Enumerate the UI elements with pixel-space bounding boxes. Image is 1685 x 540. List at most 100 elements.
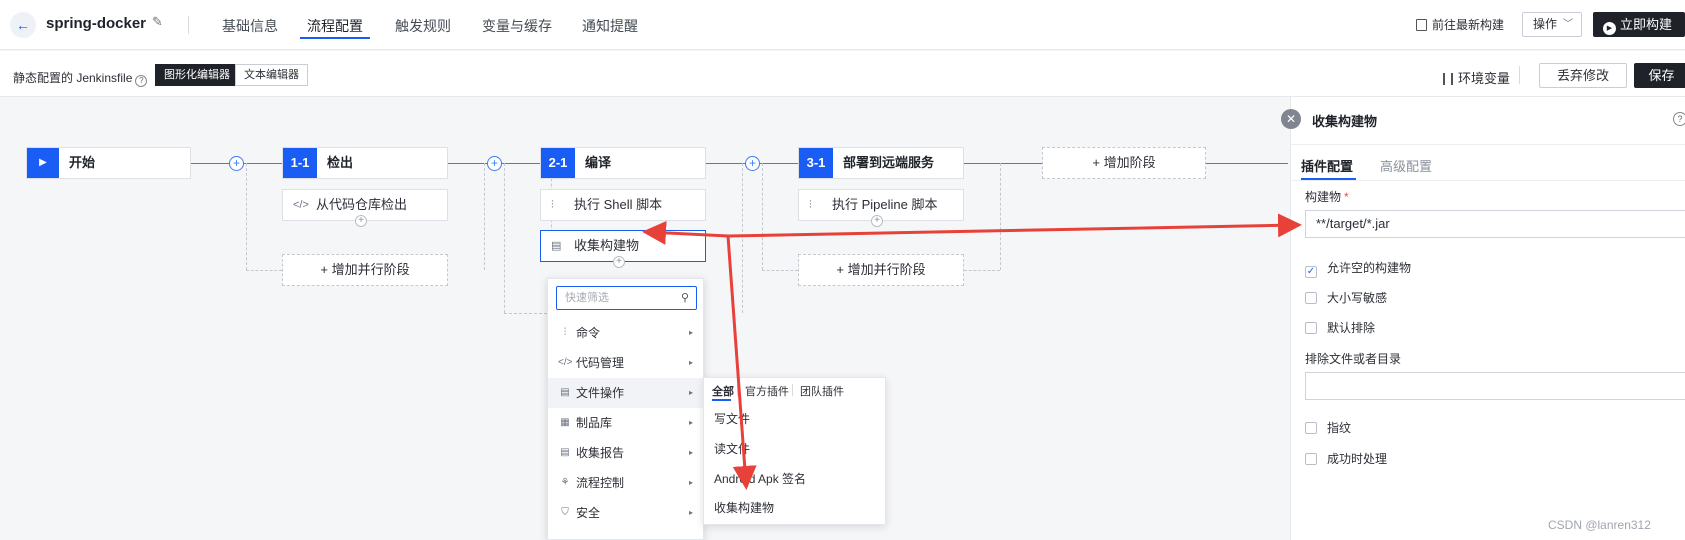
active-tab-indicator — [712, 399, 731, 401]
add-step-plus-icon[interactable]: + — [355, 215, 367, 227]
menu-item-label: 代码管理 — [576, 356, 625, 370]
add-step-plus-icon[interactable]: + — [871, 215, 883, 227]
tab-advanced-config[interactable]: 高级配置 — [1380, 159, 1433, 174]
stage-deploy-remote[interactable]: 3-1 部署到远端服务 — [798, 147, 964, 179]
file-operations-submenu: 全部 官方插件 团队插件 写文件 读文件 Android Apk 签名 收集构建… — [703, 377, 886, 525]
submenu-item-write-file[interactable]: 写文件 — [714, 412, 751, 426]
menu-item-code-management[interactable]: </>代码管理▸ — [548, 348, 703, 378]
project-name: spring-docker — [46, 15, 147, 32]
checkbox-case-sensitive[interactable]: 大小写敏感 — [1305, 291, 1387, 305]
shield-icon: ⛉ — [561, 507, 569, 518]
watermark: CSDN @lanren312 — [1548, 518, 1651, 532]
stage-title: 编译 — [585, 155, 612, 170]
menu-item-collect-reports[interactable]: ▤收集报告▸ — [548, 438, 703, 468]
insert-stage-plus-icon[interactable]: + — [487, 156, 502, 171]
operations-label: 操作 — [1533, 17, 1558, 31]
connector-line — [1206, 163, 1288, 164]
goto-latest-build-link[interactable]: 前往最新构建 — [1416, 16, 1504, 33]
stage-checkout[interactable]: 1-1 检出 — [282, 147, 448, 179]
quick-filter-placeholder: 快速筛选 — [565, 292, 609, 304]
text-editor-button[interactable]: 文本编辑器 — [235, 64, 308, 86]
menu-item-file-operations[interactable]: ▤文件操作▸ — [548, 378, 703, 408]
menu-item-command[interactable]: ⫶命令▸ — [548, 318, 703, 348]
parallel-connector — [964, 270, 1000, 271]
checkbox-label: 指纹 — [1327, 421, 1352, 435]
build-now-label: 立即构建 — [1620, 17, 1673, 32]
plugin-config-panel: ✕ 收集构建物 ? 插件配置 高级配置 构建物* **/target/*.jar… — [1281, 97, 1685, 540]
chevron-right-icon: ▸ — [688, 418, 693, 427]
submenu-item-apk-sign[interactable]: Android Apk 签名 — [714, 472, 807, 486]
artifact-input[interactable]: **/target/*.jar — [1305, 210, 1685, 238]
checkbox-label: 默认排除 — [1327, 321, 1376, 335]
env-vars-label: 环境变量 — [1458, 71, 1511, 86]
submenu-tab-team[interactable]: 团队插件 — [800, 386, 844, 398]
checkbox-label: 允许空的构建物 — [1327, 261, 1412, 275]
env-vars-button[interactable]: 环境变量 — [1443, 68, 1510, 87]
start-node[interactable]: ▶ 开始 — [26, 147, 191, 179]
tab-trigger-rules[interactable]: 触发规则 — [395, 18, 451, 34]
quick-filter-input[interactable]: 快速筛选⚲ — [556, 286, 697, 310]
stage-number: 3-1 — [799, 148, 833, 178]
menu-item-flow-control[interactable]: ⚘流程控制▸ — [548, 468, 703, 498]
add-step-plus-icon[interactable]: + — [613, 256, 625, 268]
sliders-icon: ⫶ — [809, 199, 812, 211]
menu-item-label: 制品库 — [576, 416, 613, 430]
submenu-tab-all[interactable]: 全部 — [712, 386, 734, 398]
close-icon[interactable]: ✕ — [1281, 109, 1301, 129]
sliders-icon: ⫶ — [563, 327, 567, 338]
submenu-item-read-file[interactable]: 读文件 — [714, 442, 751, 456]
exclude-label: 排除文件或者目录 — [1305, 352, 1402, 366]
submenu-tab-official[interactable]: 官方插件 — [745, 386, 789, 398]
insert-stage-plus-icon[interactable]: + — [745, 156, 760, 171]
build-now-button[interactable]: ▶ 立即构建 — [1593, 12, 1685, 37]
chevron-right-icon: ▸ — [688, 358, 693, 367]
grid-icon: ▦ — [560, 417, 570, 428]
parallel-connector — [742, 163, 743, 313]
tab-notifications[interactable]: 通知提醒 — [582, 18, 638, 34]
jenkinsfile-text: 静态配置的 Jenkinsfile — [13, 71, 133, 85]
operations-dropdown[interactable]: 操作﹀ — [1522, 12, 1582, 37]
back-arrow-icon[interactable]: ← — [10, 12, 36, 38]
chevron-right-icon: ▸ — [688, 508, 693, 517]
checkbox-on-success[interactable]: 成功时处理 — [1305, 452, 1387, 466]
edit-icon[interactable]: ✎ — [152, 14, 163, 29]
stage-compile[interactable]: 2-1 编译 — [540, 147, 706, 179]
divider — [737, 384, 738, 396]
add-stage-button[interactable]: + 增加阶段 — [1042, 147, 1206, 179]
graph-editor-button[interactable]: 图形化编辑器 — [155, 64, 239, 86]
menu-item-artifact-repo[interactable]: ▦ 制品库 ▸ — [548, 408, 703, 438]
tab-basic-info[interactable]: 基础信息 — [222, 18, 278, 34]
tab-pipeline-config[interactable]: 流程配置 — [307, 18, 363, 34]
artifact-label: 构建物* — [1305, 188, 1349, 205]
tab-plugin-config[interactable]: 插件配置 — [1301, 159, 1354, 174]
checkbox-label: 成功时处理 — [1327, 452, 1388, 466]
report-icon: ▤ — [560, 447, 570, 458]
help-icon[interactable]: ? — [1673, 112, 1685, 126]
step-shell-script[interactable]: ⫶ 执行 Shell 脚本 — [540, 189, 706, 221]
add-parallel-stage-button[interactable]: + 增加并行阶段 — [282, 254, 448, 286]
menu-item-label: 收集报告 — [576, 446, 625, 460]
stage-number: 1-1 — [283, 148, 317, 178]
checkbox-default-excludes[interactable]: 默认排除 — [1305, 321, 1375, 335]
chevron-right-icon: ▸ — [688, 478, 693, 487]
help-icon[interactable]: ? — [135, 75, 148, 87]
step-picker-dropdown: 快速筛选⚲ ⫶命令▸ </>代码管理▸ ▤文件操作▸ ▦制品库▸ ▤收集报告▸ … — [547, 278, 704, 540]
menu-item-security[interactable]: ⛉安全▸ — [548, 498, 703, 528]
play-icon: ▶ — [1603, 22, 1616, 35]
parallel-connector — [484, 163, 485, 270]
submenu-item-collect-artifacts[interactable]: 收集构建物 — [714, 501, 775, 515]
parallel-connector — [246, 270, 282, 271]
save-button[interactable]: 保存 — [1634, 63, 1685, 88]
checkbox-allow-empty[interactable]: ✓允许空的构建物 — [1305, 261, 1411, 278]
active-tab-indicator — [300, 37, 370, 39]
parallel-connector — [762, 163, 763, 270]
checkbox-fingerprint[interactable]: 指纹 — [1305, 421, 1351, 435]
stage-number: 2-1 — [541, 148, 575, 178]
discard-changes-button[interactable]: 丢弃修改 — [1539, 63, 1627, 88]
add-parallel-stage-button[interactable]: + 增加并行阶段 — [798, 254, 964, 286]
document-icon: ▤ — [551, 240, 562, 252]
menu-item-label: 流程控制 — [576, 476, 625, 490]
tab-variables-cache[interactable]: 变量与缓存 — [482, 18, 552, 34]
insert-stage-plus-icon[interactable]: + — [229, 156, 244, 171]
exclude-input[interactable] — [1305, 372, 1685, 400]
